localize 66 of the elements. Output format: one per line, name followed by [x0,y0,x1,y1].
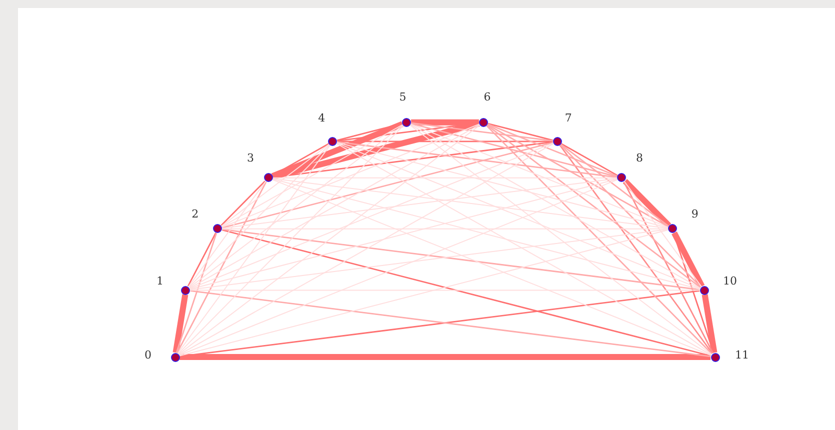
edge-line [222,178,618,229]
edge-line [178,230,668,356]
edge-line [188,144,330,288]
edge-line [336,143,712,356]
edge-line [336,142,668,228]
vertex-label: 2 [192,207,199,220]
edge-line [221,124,404,228]
edge-line [487,124,669,228]
edge-line [172,294,188,354]
edge-line [337,140,553,142]
edge-line [702,294,718,354]
edge-line [187,232,216,287]
edge-line [272,178,700,290]
edge-line [222,228,668,230]
edge-line [623,182,714,354]
edge-line [272,177,618,178]
edge-line [410,124,701,289]
edge-line [222,124,480,228]
edge-line [486,125,712,354]
vertex-label: 11 [735,348,749,362]
edge-line [560,143,618,176]
edge-line [190,142,554,290]
edge-line [188,181,266,288]
edge-line [189,124,404,288]
edge-line [177,144,331,354]
edge-line [178,179,618,356]
edge-line [176,182,267,354]
edge-line [176,232,218,353]
vertex-label: 3 [247,151,254,164]
edge-line [487,123,618,177]
edge-line [560,144,702,288]
edge-line [559,144,713,354]
edge-line [486,124,701,288]
vertex-label: 6 [484,90,491,104]
edge-line [220,180,266,226]
vertex-label: 0 [144,348,152,362]
edge-line [222,142,553,228]
edge-line [190,178,618,290]
edge-line [672,231,705,288]
edge-line [560,144,669,227]
edge-line [411,119,479,126]
vertex-label: 9 [691,207,698,220]
edge-line [190,290,700,291]
edge-line [337,141,618,178]
edge-line [178,125,404,354]
edge-line [622,178,672,228]
edge-line [178,143,554,356]
edge-line [180,354,710,360]
edge-line [410,122,618,178]
edge-line [220,144,330,227]
vertex-label: 8 [636,151,643,164]
edge-line [189,124,480,289]
edge-line [410,124,668,228]
edge-line [272,179,712,356]
vertex-label: 7 [564,111,572,124]
edge-line [488,122,553,141]
vertex-label: 5 [399,90,406,104]
edge-line [624,181,702,288]
edge-line [410,124,712,355]
edge-line [272,178,668,229]
edge-line [178,124,480,355]
vertex-label: 1 [156,274,164,288]
edge-line [410,122,553,142]
vertex-label: 10 [722,274,737,288]
edge-line [336,142,700,290]
vertex-label: 4 [318,111,326,124]
